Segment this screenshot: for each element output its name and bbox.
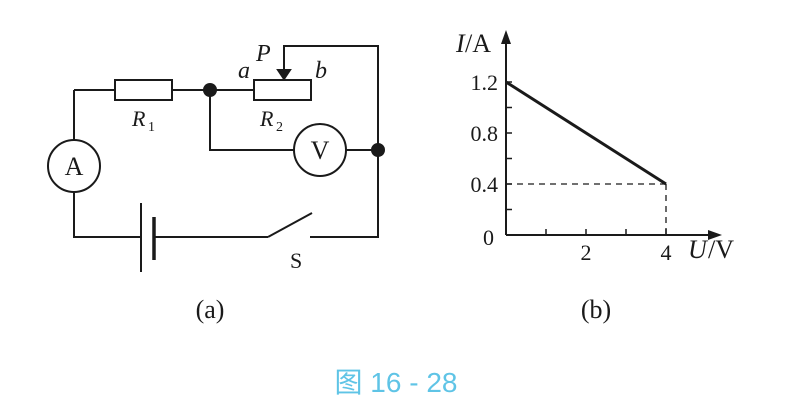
y-tick-label: 1.2 <box>471 70 499 95</box>
panel-label-b: (b) <box>581 295 611 324</box>
x-tick-label: 2 <box>581 240 592 265</box>
resistor-r2 <box>253 79 312 101</box>
end-b-label: b <box>315 58 327 84</box>
r1-subscript: 1 <box>148 120 155 135</box>
end-a-label: a <box>238 58 250 84</box>
graph-ticks: 0.4 0.8 1.2 2 4 <box>471 70 672 265</box>
x-axis-var: U <box>688 235 709 264</box>
wire-node-to-voltmeter <box>209 90 294 151</box>
ammeter-circle <box>47 139 101 193</box>
x-tick-label: 4 <box>661 240 672 265</box>
graph-series <box>505 80 667 186</box>
circuit-diagram <box>47 45 385 272</box>
junction-node-left <box>203 83 217 97</box>
origin-label: 0 <box>483 225 494 250</box>
y-axis-unit: /A <box>465 29 491 58</box>
voltmeter-label: V <box>311 136 330 165</box>
iu-line <box>505 80 667 186</box>
y-tick-label: 0.8 <box>471 121 499 146</box>
graph-axes <box>501 30 722 240</box>
graph-guides <box>506 183 667 235</box>
junction-node-right <box>371 143 385 157</box>
slider-arrow <box>276 69 292 81</box>
y-axis-arrow <box>501 30 511 44</box>
x-axis-unit: /V <box>708 235 734 264</box>
panel-label-a: (a) <box>196 295 225 324</box>
figure-caption: 图 16 - 28 <box>335 367 458 398</box>
x-axis-arrow <box>708 230 722 240</box>
r1-label: R <box>131 106 146 131</box>
r2-subscript: 2 <box>276 120 283 135</box>
wire-slider-loop <box>283 45 379 238</box>
y-tick-label: 0.4 <box>471 172 499 197</box>
y-axis-var: I <box>455 29 466 58</box>
slider-label: P <box>255 41 271 67</box>
iu-graph: 0.4 0.8 1.2 2 4 I /A U /V 0 (b) <box>455 29 734 324</box>
wire-ammeter-to-battery <box>73 192 141 238</box>
resistor-r1 <box>114 79 173 101</box>
circuit-labels: A V R 1 R 2 P a b S (a) <box>65 41 330 324</box>
switch-blade <box>267 212 313 238</box>
ammeter-label: A <box>65 152 84 181</box>
r2-label: R <box>259 106 274 131</box>
switch-label: S <box>290 248 302 273</box>
voltmeter-circle <box>293 123 347 177</box>
